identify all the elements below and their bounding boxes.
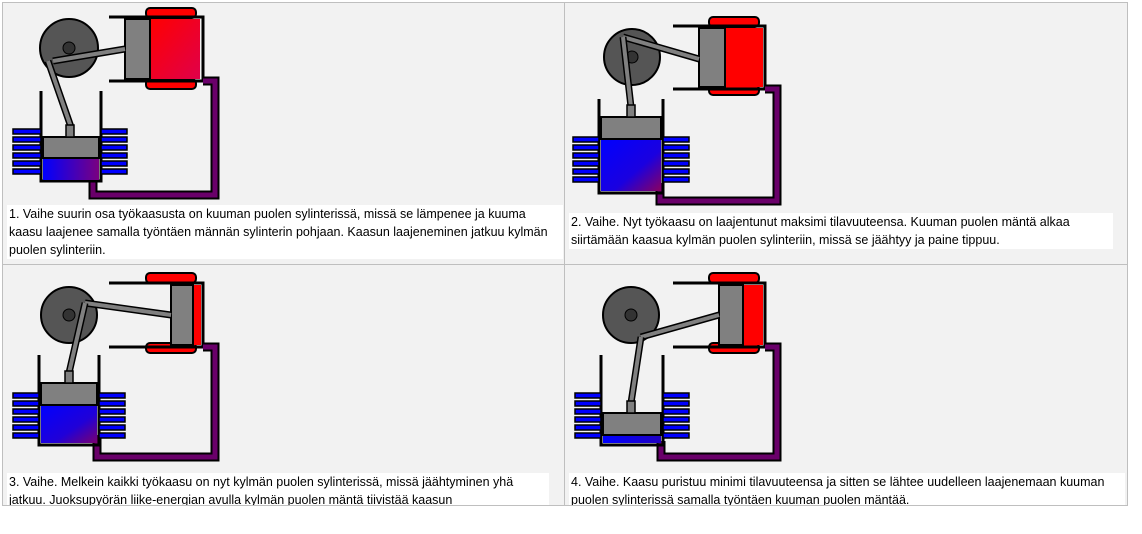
stirling-engine-diagram-step-1 — [12, 7, 220, 200]
panel-step-3: 3. Vaihe. Melkein kaikki työkaasu on nyt… — [3, 265, 564, 505]
row-divider — [3, 264, 1127, 265]
panel-step-2: 2. Vaihe. Nyt työkaasu on laajentunut ma… — [565, 3, 1127, 264]
stirling-cycle-table: 1. Vaihe suurin osa työkaasusta on kuuma… — [2, 2, 1128, 506]
column-divider — [564, 3, 565, 505]
caption-step-3: 3. Vaihe. Melkein kaikki työkaasu on nyt… — [7, 473, 549, 505]
panel-step-4: 4. Vaihe. Kaasu puristuu minimi tilavuut… — [565, 265, 1127, 505]
stirling-engine-diagram-step-3 — [12, 272, 220, 462]
stirling-engine-diagram-step-4 — [574, 272, 782, 462]
caption-step-2: 2. Vaihe. Nyt työkaasu on laajentunut ma… — [569, 213, 1113, 249]
caption-step-4: 4. Vaihe. Kaasu puristuu minimi tilavuut… — [569, 473, 1125, 505]
stirling-engine-diagram-step-2 — [572, 16, 782, 206]
caption-step-1: 1. Vaihe suurin osa työkaasusta on kuuma… — [7, 205, 563, 259]
panel-step-1: 1. Vaihe suurin osa työkaasusta on kuuma… — [3, 3, 564, 264]
